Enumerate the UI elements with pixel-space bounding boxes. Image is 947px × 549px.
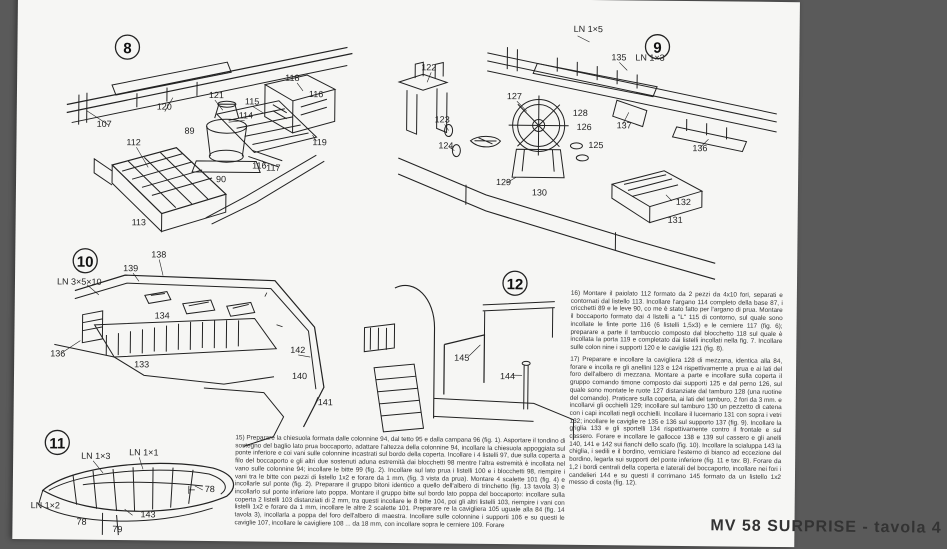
callout: 127 xyxy=(507,91,522,101)
instruction-step-15: 15) Preparare la chiesuola formata dalle… xyxy=(234,434,566,529)
figure-11: 11 LN 1×3 LN 1×1 78 LN 1×2 143 78 79 xyxy=(31,429,235,536)
callout: 113 xyxy=(132,217,146,227)
callout: 125 xyxy=(588,140,603,150)
callout: 89 xyxy=(185,126,195,136)
callout: 138 xyxy=(151,249,166,259)
callout: 79 xyxy=(112,524,122,534)
figure-10: 10 138 139 LN 3×5×10 136 xyxy=(50,248,333,447)
callout: 141 xyxy=(318,397,333,407)
callout: 130 xyxy=(532,187,547,197)
callout: 137 xyxy=(617,120,632,130)
callout: LN 3×5×10 xyxy=(57,276,102,286)
callout: 143 xyxy=(141,509,156,519)
figure-10-number: 10 xyxy=(77,254,94,271)
callout: 114 xyxy=(239,110,253,120)
callout: 145 xyxy=(454,353,469,363)
callout: 142 xyxy=(290,345,305,355)
callout: 78 xyxy=(205,484,215,494)
figure-9-number: 9 xyxy=(653,40,662,57)
callout: 107 xyxy=(97,119,112,129)
callout: LN 1×5 xyxy=(574,24,603,34)
instruction-page-photo: 8 xyxy=(12,0,942,548)
callout: 128 xyxy=(573,108,588,118)
callout: 90 xyxy=(216,174,226,184)
callout: 118 xyxy=(285,73,299,83)
callout: LN 1×3 xyxy=(635,52,664,62)
callout: 123 xyxy=(435,114,450,124)
figure-11-number: 11 xyxy=(49,435,65,452)
figure-8: 8 xyxy=(66,34,353,233)
callout: LN 1×2 xyxy=(31,500,60,510)
callout: 144 xyxy=(500,371,515,381)
plate-title: MV 58 SURPRISE - tavola 4 xyxy=(710,517,942,537)
callout: 120 xyxy=(157,101,172,111)
callout: 117 xyxy=(266,163,280,173)
callout: 112 xyxy=(126,137,140,147)
figure-12: 12 145 144 xyxy=(363,270,575,440)
callout: 135 xyxy=(611,52,626,62)
callout: 133 xyxy=(134,359,149,369)
callout: 124 xyxy=(438,140,453,150)
callout: 122 xyxy=(421,62,436,72)
callout: LN 1×1 xyxy=(129,447,158,457)
callout: 134 xyxy=(155,310,170,320)
callout: 121 xyxy=(209,90,224,100)
callout: LN 1×3 xyxy=(81,451,110,461)
callout: 136 xyxy=(50,348,65,358)
paper-sheet: 8 xyxy=(12,0,942,548)
callout: 78 xyxy=(76,517,86,527)
callout: 139 xyxy=(123,263,138,273)
callout: 140 xyxy=(292,371,307,381)
callout: 119 xyxy=(312,137,326,147)
callout: 131 xyxy=(668,215,683,225)
callout: 126 xyxy=(577,122,592,132)
figure-9: 9 xyxy=(397,24,777,280)
callout: 115 xyxy=(245,96,259,106)
callout: 136 xyxy=(692,143,707,153)
callout: 129 xyxy=(496,177,511,187)
callout: 116 xyxy=(309,89,323,99)
figure-12-number: 12 xyxy=(507,276,524,293)
figure-8-number: 8 xyxy=(123,40,132,57)
instruction-step-17: 17) Preparare e incollare la cavigliera … xyxy=(568,355,783,487)
callout: 132 xyxy=(676,197,691,207)
figure-8-badge xyxy=(114,34,141,60)
callout: 116 xyxy=(252,160,266,170)
assembly-drawings: 8 xyxy=(31,24,777,536)
instruction-step-16: 16) Montare il paiolato 112 formato da 2… xyxy=(570,289,783,353)
